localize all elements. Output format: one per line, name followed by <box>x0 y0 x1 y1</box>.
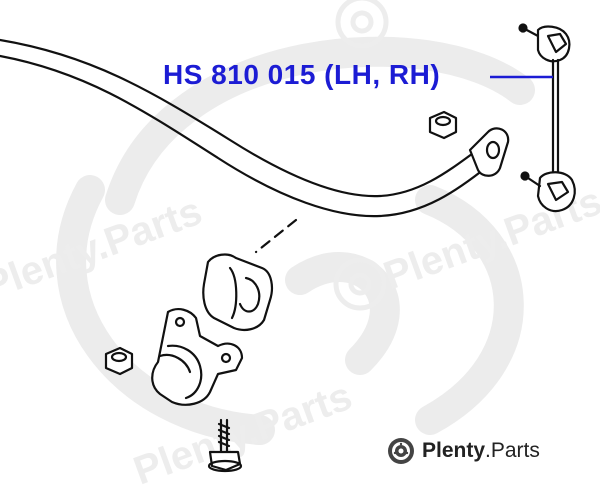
bracket-hole-right <box>220 352 232 364</box>
bracket-hole-left <box>174 316 186 328</box>
watermark-swoosh-right <box>415 185 524 435</box>
bracket-body <box>151 308 244 406</box>
bracket-band-inner <box>158 353 192 374</box>
hex-nut-upper-hole <box>434 115 452 127</box>
line-art <box>0 23 576 473</box>
watermark-disc-icon <box>333 257 387 311</box>
bolt-washer <box>207 459 243 473</box>
watermark-swoosh-top <box>105 36 535 215</box>
assembly-dash-line <box>254 218 298 254</box>
watermark-swoosh-left <box>56 175 275 445</box>
link-nut-top <box>518 23 528 33</box>
stabilizer-bar-edge <box>0 54 490 218</box>
stabilizer-bar-end <box>468 127 510 177</box>
stabilizer-bushing <box>202 253 273 331</box>
link-lower-boot <box>546 180 570 202</box>
bar-end-hole <box>485 140 501 160</box>
stabilizer-link <box>518 23 576 213</box>
watermark-disc-icons <box>333 0 389 311</box>
bushing-slot <box>228 266 238 320</box>
part-number-label[interactable]: HS 810 015 (LH, RH) <box>163 59 441 90</box>
bushing-hole <box>238 276 261 313</box>
brand-logo: Plenty.Parts <box>386 436 540 466</box>
bolt-thread <box>217 422 231 448</box>
link-nut-bottom <box>520 171 530 181</box>
hex-nut-lower-hole <box>110 351 128 363</box>
part-number-callout[interactable]: HS 810 015 (LH, RH) <box>163 59 440 91</box>
link-upper-boot <box>546 32 568 54</box>
bushing-body <box>202 253 273 331</box>
watermark-disc-icon <box>335 0 389 49</box>
watermark-swoosh-center <box>285 252 400 375</box>
watermark-disc-icon <box>348 272 372 296</box>
watermark-text: Plenty.Parts <box>0 189 208 308</box>
brand-name: Plenty.Parts <box>422 439 540 462</box>
brake-disc-icon <box>388 438 414 464</box>
stabilizer-bar <box>0 38 482 198</box>
watermark-disc-icon <box>350 10 374 34</box>
bushing-bracket <box>151 308 244 406</box>
watermark-layer <box>56 36 535 445</box>
mounting-bolt <box>207 418 243 473</box>
bracket-band <box>166 344 203 400</box>
